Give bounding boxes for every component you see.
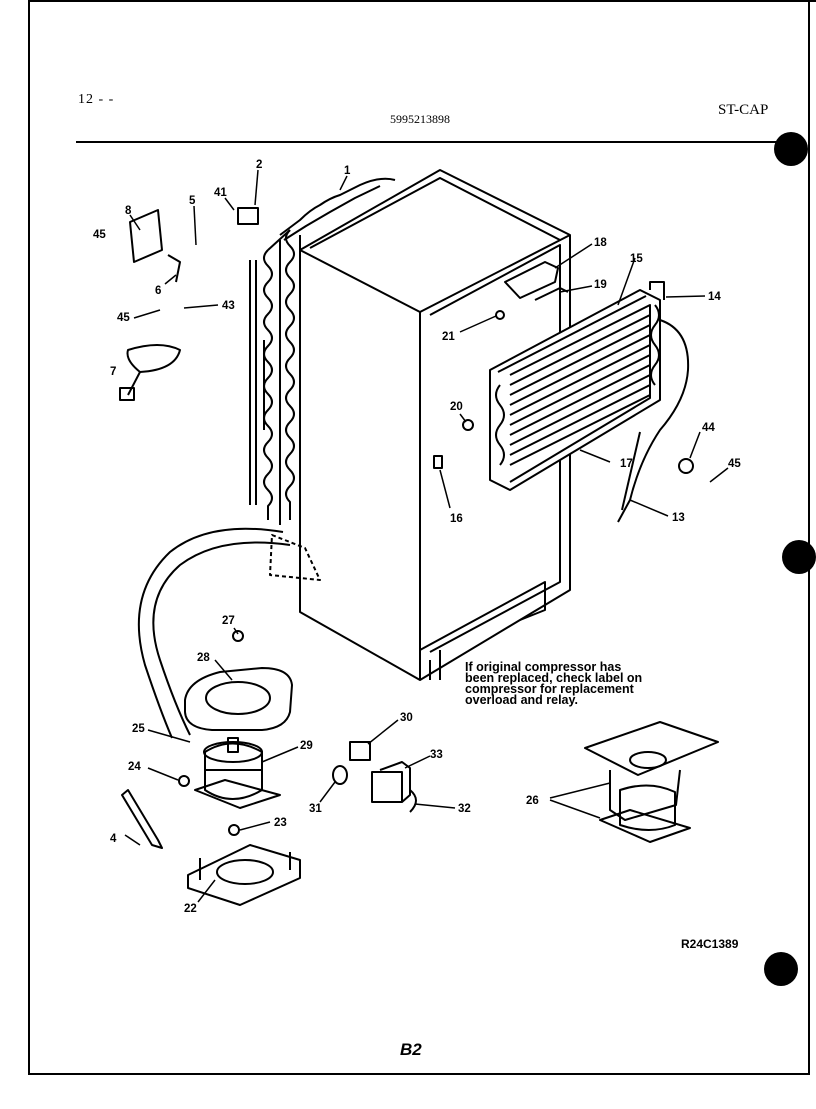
callout-2: 2 bbox=[256, 159, 262, 171]
callout-16: 16 bbox=[450, 513, 463, 525]
alternate-compressor-view bbox=[584, 721, 719, 843]
callout-32: 32 bbox=[458, 803, 471, 815]
callout-31: 31 bbox=[309, 803, 322, 815]
callout-20: 20 bbox=[450, 401, 463, 413]
drain-trough-clip bbox=[462, 419, 474, 431]
callout-19: 19 bbox=[594, 279, 607, 291]
callout-8: 8 bbox=[125, 205, 132, 217]
compressor-mounting-bracket bbox=[187, 844, 301, 906]
capillary-tube-clip bbox=[237, 207, 259, 225]
condenser-coil bbox=[249, 177, 396, 525]
figure-code: R24C1389 bbox=[681, 937, 739, 951]
power-cord-plug-lead bbox=[127, 371, 141, 396]
callout-45-upper: 45 bbox=[93, 229, 106, 241]
callout-15: 15 bbox=[630, 253, 643, 265]
callout-25: 25 bbox=[132, 723, 145, 735]
callout-1: 1 bbox=[344, 165, 351, 177]
header-right-text: ST-CAP bbox=[718, 102, 769, 118]
page-border-bottom bbox=[28, 1073, 810, 1075]
timer bbox=[678, 458, 694, 474]
heater-lead bbox=[621, 431, 641, 511]
power-cord bbox=[126, 344, 181, 373]
callout-28: 28 bbox=[197, 652, 210, 664]
binder-hole-top bbox=[774, 132, 808, 166]
grommet bbox=[232, 630, 244, 642]
compressor bbox=[194, 737, 281, 809]
callout-23: 23 bbox=[274, 817, 287, 829]
note-line: been replaced, check label on bbox=[465, 671, 643, 685]
header-rule bbox=[76, 141, 788, 143]
callout-7: 7 bbox=[110, 366, 116, 378]
power-plug bbox=[119, 387, 135, 401]
callout-21: 21 bbox=[442, 331, 455, 343]
callout-45-right: 45 bbox=[728, 458, 741, 470]
drain-tube bbox=[137, 527, 321, 739]
note-line: compressor for replacement bbox=[465, 682, 634, 696]
callout-22: 22 bbox=[184, 903, 197, 915]
compressor-grommet bbox=[228, 824, 240, 836]
note-line: If original compressor has bbox=[465, 660, 622, 674]
callout-18: 18 bbox=[594, 237, 607, 249]
relay-and-overload bbox=[332, 741, 417, 813]
callout-43: 43 bbox=[222, 300, 235, 312]
callout-17: 17 bbox=[620, 458, 633, 470]
callout-5: 5 bbox=[189, 195, 196, 207]
callout-30: 30 bbox=[400, 712, 413, 724]
compressor-clip bbox=[178, 775, 190, 787]
callout-45-middle: 45 bbox=[117, 312, 130, 324]
page-number: B2 bbox=[400, 1040, 422, 1059]
support-rail bbox=[121, 789, 163, 849]
callout-44: 44 bbox=[702, 422, 715, 434]
callout-26: 26 bbox=[526, 795, 539, 807]
note-line: overload and relay. bbox=[465, 693, 579, 707]
evaporator-coil bbox=[489, 281, 690, 523]
callout-41: 41 bbox=[214, 187, 227, 199]
page-border-top bbox=[28, 0, 816, 2]
header-left-text: 12 - - bbox=[78, 92, 115, 107]
callout-29: 29 bbox=[300, 740, 313, 752]
wire-harness bbox=[167, 254, 181, 283]
mounting-plate bbox=[129, 209, 163, 263]
binder-hole-middle bbox=[782, 540, 816, 574]
callout-33: 33 bbox=[430, 749, 443, 761]
callout-4: 4 bbox=[110, 833, 117, 845]
thermostat-bulb bbox=[433, 455, 443, 469]
header-code: 5995213898 bbox=[390, 112, 450, 126]
binder-hole-bottom bbox=[764, 952, 798, 986]
page-border-right bbox=[808, 0, 810, 1075]
callout-labels: 1 2 4 5 6 7 8 13 14 15 16 17 18 19 20 21… bbox=[93, 159, 741, 915]
screw bbox=[495, 310, 505, 320]
callout-13: 13 bbox=[672, 512, 685, 524]
callout-14: 14 bbox=[708, 291, 721, 303]
callout-24: 24 bbox=[128, 761, 141, 773]
page-border-left bbox=[28, 0, 30, 1075]
drain-pan bbox=[184, 667, 293, 731]
compressor-replacement-note: If original compressor has been replaced… bbox=[465, 660, 705, 707]
callout-6: 6 bbox=[155, 285, 161, 297]
callout-27: 27 bbox=[222, 615, 235, 627]
